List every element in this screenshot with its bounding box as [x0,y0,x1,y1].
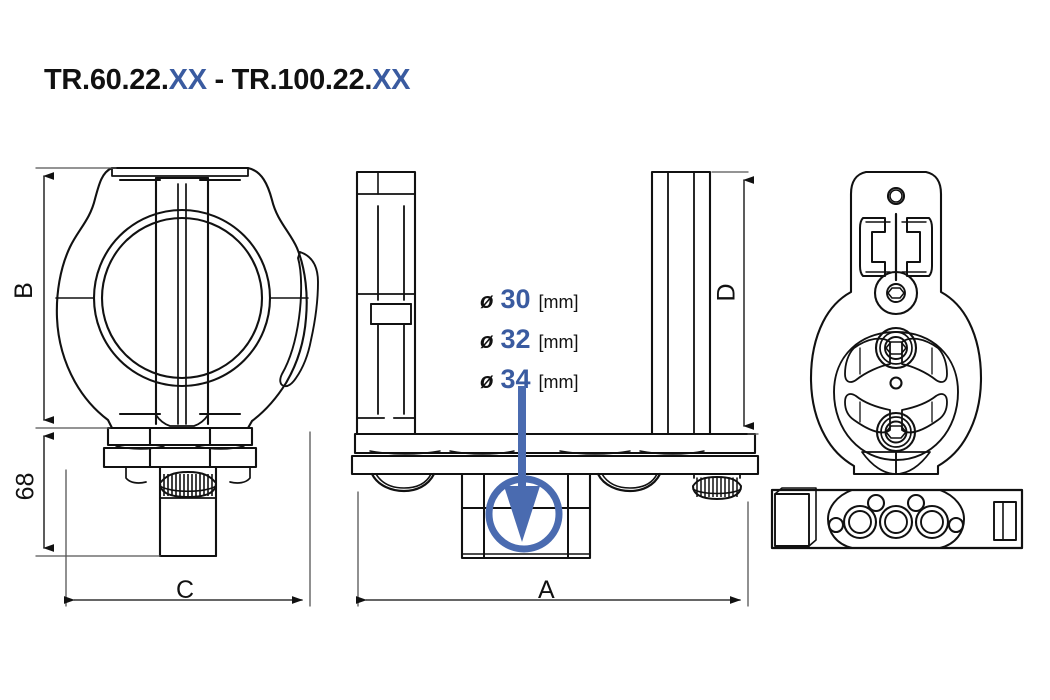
diameter-symbol-icon: ø [480,368,494,393]
plan-view-bracket [770,170,1024,550]
diameter-value: 30 [500,284,531,314]
diameter-value: 32 [500,324,531,354]
diameter-unit: [mm] [538,372,579,392]
diameter-callout-list: ø 30 [mm] ø 32 [mm] ø 34 [mm] [480,286,579,406]
title-segment-variant-2: XX [372,64,411,96]
diameter-symbol-icon: ø [480,288,494,313]
diameter-unit: [mm] [538,332,579,352]
diameter-callout-row: ø 34 [mm] [480,366,579,406]
diameter-callout-row: ø 30 [mm] [480,286,579,326]
side-view-clamp [55,166,319,558]
side-view-dimension-set [35,167,311,607]
title-segment-prefix-1: TR.60.22. [44,64,169,96]
title-segment-variant-1: XX [168,64,207,96]
page-title: TR.60.22.XX - TR.100.22.XX [44,66,410,95]
diameter-unit: [mm] [538,292,579,312]
diameter-pointer-annotation [485,386,563,553]
front-view-dimension-set [356,171,759,607]
title-segment-separator: - TR.100.22. [206,64,373,96]
diameter-callout-row: ø 32 [mm] [480,326,579,366]
diameter-symbol-icon: ø [480,328,494,353]
